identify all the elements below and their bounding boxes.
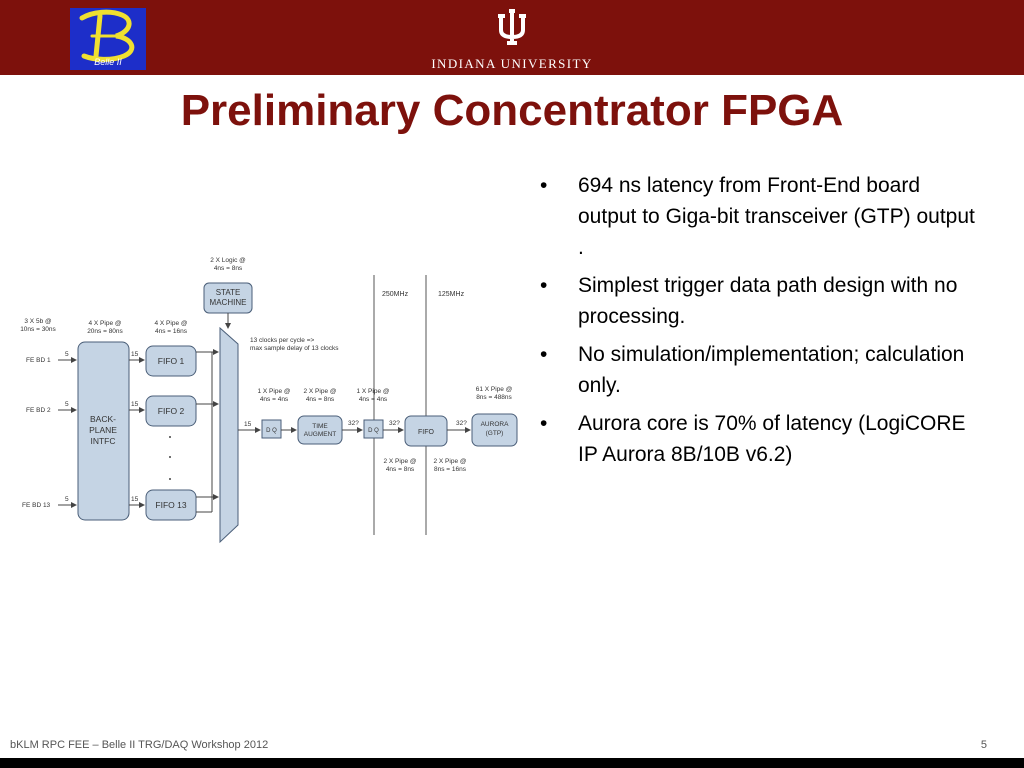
bullet-symbol: • — [540, 174, 548, 197]
iu-trident-icon — [498, 9, 526, 45]
fe-board-13-width: 5 — [65, 496, 69, 503]
fifo-2-label: FIFO 2 — [158, 406, 185, 416]
multiplexer-block — [219, 326, 239, 544]
aurora-note: 61 X Pipe @8ns = 488ns — [476, 386, 513, 401]
fifo-13-block — [145, 489, 197, 521]
time-augment-out-width: 32? — [348, 420, 359, 427]
dq1-note: 1 X Pipe @4ns = 4ns — [258, 388, 291, 403]
fifo-cdc-label: FIFO — [418, 429, 434, 436]
aurora-gtp-label: AURORA(GTP) — [481, 421, 509, 437]
bullet-symbol: • — [540, 412, 548, 435]
bullet-symbol: • — [540, 343, 548, 366]
input-note: 3 X 5b @10ns = 30ns — [20, 318, 56, 333]
bullet-text: No simulation/implementation; calculatio… — [578, 343, 965, 397]
dq-register-1 — [261, 419, 282, 439]
university-name: INDIANA UNIVERSITY — [431, 56, 593, 71]
bullet-symbol: • — [540, 274, 548, 297]
fe-board-2-width: 5 — [65, 401, 69, 408]
clock-note: 13 clocks per cycle =>max sample delay o… — [250, 337, 339, 352]
time-augment-note: 2 X Pipe @4ns = 8ns — [304, 388, 337, 403]
fifo-out-width: 32? — [456, 420, 467, 427]
belle-ii-logo-text: Belle II — [94, 57, 122, 67]
dq2-out-width: 32? — [389, 420, 400, 427]
fe-board-13-label: FE BD 13 — [22, 502, 51, 509]
clock-domain-250: 250MHz — [382, 291, 409, 298]
fe-board-2-label: FE BD 2 — [26, 407, 51, 414]
ellipsis-dot — [169, 436, 171, 438]
bullet-item: • No simulation/implementation; calculati… — [540, 339, 980, 401]
ellipsis-dot — [169, 478, 171, 480]
fifo-column-note: 4 X Pipe @4ns = 16ns — [155, 320, 188, 335]
fifo-1-block — [145, 345, 197, 377]
bullet-text: Simplest trigger data path design with n… — [578, 274, 958, 328]
fe-board-1-label: FE BD 1 — [26, 357, 51, 364]
bullet-text: Aurora core is 70% of latency (LogiCORE … — [578, 412, 966, 466]
belle-ii-logo: Belle II — [70, 8, 146, 70]
bullet-item: • 694 ns latency from Front-End board out… — [540, 170, 980, 263]
dq-register-2 — [363, 419, 384, 439]
slide-title: Preliminary Concentrator FPGA — [180, 86, 844, 135]
backplane-interface-block — [77, 341, 130, 521]
footer-bar — [0, 758, 1024, 768]
time-augment-block — [297, 415, 343, 445]
fifo-note-left: 2 X Pipe @4ns = 8ns — [384, 458, 417, 473]
fifo-note-right: 2 X Pipe @8ns = 16ns — [434, 458, 467, 473]
fifo-2-width: 15 — [131, 401, 139, 408]
dq2-note: 1 X Pipe @4ns = 4ns — [357, 388, 390, 403]
fifo-13-width: 15 — [131, 496, 139, 503]
bullet-item: • Simplest trigger data path design with … — [540, 270, 980, 332]
clock-domain-125: 125MHz — [438, 291, 465, 298]
fifo-1-label: FIFO 1 — [158, 356, 185, 366]
dq-register-1-label: D Q — [266, 428, 277, 434]
bullet-item: • Aurora core is 70% of latency (LogiCORE… — [540, 408, 980, 470]
footer-text: bKLM RPC FEE – Belle II TRG/DAQ Workshop… — [10, 739, 269, 751]
backplane-note: 4 X Pipe @20ns = 80ns — [87, 320, 123, 335]
fifo-2-block — [145, 395, 197, 427]
aurora-gtp-block — [471, 413, 518, 447]
fpga-block-diagram: 250MHz 125MHz 2 X Logic @4ns = 8ns STATE… — [20, 257, 518, 544]
dq-register-2-label: D Q — [368, 428, 379, 434]
fe-board-1-width: 5 — [65, 351, 69, 358]
fifo-13-label: FIFO 13 — [155, 500, 186, 510]
fifo-1-width: 15 — [131, 351, 139, 358]
state-machine-note: 2 X Logic @4ns = 8ns — [210, 257, 246, 272]
ellipsis-dot — [169, 456, 171, 458]
page-number: 5 — [980, 739, 987, 751]
bullet-text: 694 ns latency from Front-End board outp… — [578, 174, 975, 259]
bullet-list: • 694 ns latency from Front-End board out… — [540, 170, 980, 477]
mux-out-width: 15 — [244, 421, 252, 428]
fifo-cdc-block — [404, 415, 448, 447]
